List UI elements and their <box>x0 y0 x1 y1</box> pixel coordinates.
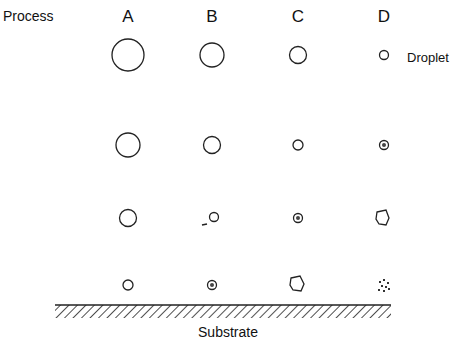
fragment <box>202 224 207 225</box>
process-letter: B <box>206 8 217 25</box>
droplet <box>290 47 307 64</box>
droplet-with-solid <box>380 141 389 150</box>
droplet <box>116 133 140 157</box>
droplet-with-solid <box>294 214 303 223</box>
droplet <box>123 280 133 290</box>
solid-core <box>296 216 300 220</box>
droplet <box>204 137 221 154</box>
substrate-label: Substrate <box>198 325 258 339</box>
droplet-with-solid <box>208 281 217 290</box>
droplet <box>112 39 144 71</box>
row-label: Droplet <box>407 51 449 64</box>
droplet <box>210 213 219 222</box>
particle-fragments <box>378 279 390 292</box>
solid-particle <box>290 276 304 291</box>
process-letter: A <box>122 8 133 25</box>
column-heading: Process <box>3 9 54 23</box>
process-letter: D <box>378 8 390 25</box>
solid-core <box>382 143 386 147</box>
droplet <box>380 51 389 60</box>
droplet <box>200 43 224 67</box>
solid-core <box>210 283 214 287</box>
substrate-surface <box>55 304 391 305</box>
substrate-hatch <box>55 305 391 318</box>
droplet <box>293 140 303 150</box>
process-letter: C <box>292 8 304 25</box>
solid-particle <box>376 210 389 225</box>
droplet <box>120 210 137 227</box>
